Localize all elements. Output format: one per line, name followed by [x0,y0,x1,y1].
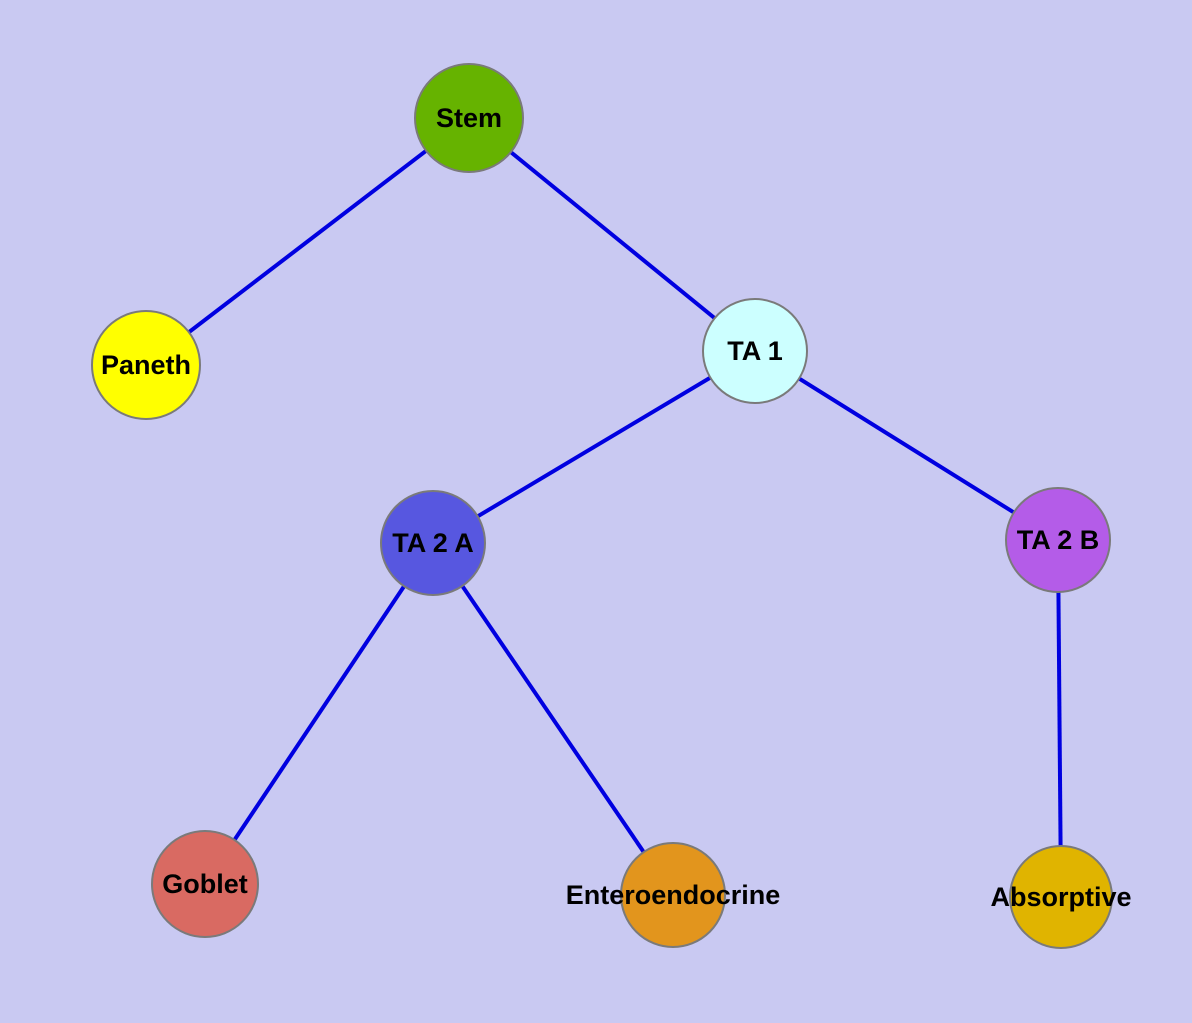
node-paneth-label: Paneth [101,350,191,380]
node-enteroendocrine[interactable] [620,842,726,948]
node-stem[interactable] [414,63,524,173]
edge-ta2a-goblet [203,541,435,886]
edge-ta2a-enteroendocrine [431,541,675,897]
edge-ta1-ta2a [431,349,757,545]
nodes-layer [91,63,1113,949]
node-ta2a-label: TA 2 A [392,528,474,558]
node-enteroendocrine-label: Enteroendocrine [566,880,781,910]
node-goblet-label: Goblet [162,869,248,899]
edges-layer [144,116,1063,898]
edge-ta2b-absorptive [1056,539,1063,898]
node-paneth[interactable] [91,310,201,420]
node-ta1[interactable] [702,298,808,404]
edge-ta1-ta2b [753,349,1060,542]
node-ta1-label: TA 1 [727,336,783,366]
node-stem-label: Stem [436,103,502,133]
edge-stem-ta1 [467,116,757,353]
node-absorptive[interactable] [1009,845,1113,949]
node-absorptive-label: Absorptive [990,882,1131,912]
edge-stem-paneth [144,116,471,367]
node-ta2a[interactable] [380,490,486,596]
node-ta2b-label: TA 2 B [1017,525,1100,555]
node-ta2b[interactable] [1005,487,1111,593]
node-goblet[interactable] [151,830,259,938]
